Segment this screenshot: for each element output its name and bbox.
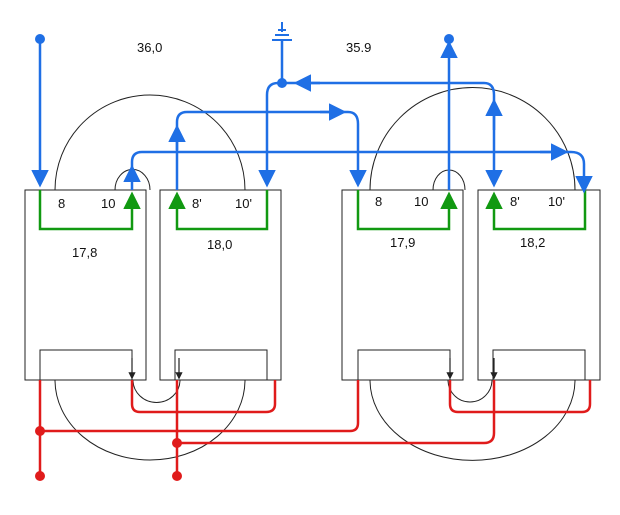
block-3-value: 17,9 — [390, 235, 415, 250]
block-4-terminal-a: 8' — [510, 194, 520, 209]
loop-bottom-left — [54, 379, 246, 461]
block-1-inner — [39, 349, 133, 381]
block-4-terminal-b: 10' — [548, 194, 565, 209]
blue-ground-to-block4 — [282, 81, 503, 188]
small-arc-bottom-left — [132, 379, 181, 403]
block-2-terminal-b: 10' — [235, 196, 252, 211]
green-bracket-3 — [356, 190, 458, 231]
blue-junction-dot — [277, 78, 287, 88]
blue-output-dot — [444, 34, 454, 44]
block-1-terminal-a: 8 — [58, 196, 65, 211]
loop-top-right — [369, 87, 576, 191]
green-terminals — [38, 190, 587, 231]
small-arc-bottom-right — [447, 379, 493, 403]
block-2-terminal-a: 8' — [192, 196, 202, 211]
red-junction-left — [35, 426, 45, 436]
block-4 — [477, 189, 601, 381]
inner-arrows — [128, 358, 498, 380]
block-3 — [341, 189, 464, 381]
red-block1-to-block2 — [130, 380, 277, 414]
red-junction-middle — [172, 438, 182, 448]
block-4-value: 18,2 — [520, 235, 545, 250]
loop-top-left — [54, 94, 246, 191]
block-3-terminal-a: 8 — [375, 194, 382, 209]
red-terminal-left — [35, 471, 45, 481]
block-1 — [24, 189, 147, 381]
block-2-value: 18,0 — [207, 237, 232, 252]
red-block3-to-block4 — [448, 380, 592, 414]
green-bracket-2 — [168, 190, 269, 231]
block-1-value: 17,8 — [72, 245, 97, 260]
block-4-inner — [492, 349, 586, 381]
blue-block1-to-block4 — [130, 150, 593, 194]
block-3-terminal-b: 10 — [414, 194, 428, 209]
red-terminal-middle — [172, 471, 182, 481]
blue-block2-to-block3 — [175, 110, 367, 190]
red-wiring — [38, 380, 592, 475]
blue-input-dot — [35, 34, 45, 44]
ground-icon — [272, 22, 292, 41]
block-2-inner — [174, 349, 268, 381]
red-middle-to-block4 — [177, 380, 496, 445]
green-bracket-1 — [38, 190, 141, 231]
block-group — [24, 189, 601, 381]
block-3-inner — [357, 349, 451, 381]
top-label-right: 35.9 — [346, 40, 371, 55]
red-left-to-block3 — [40, 380, 360, 433]
loop-bottom-right — [369, 379, 576, 461]
block-2 — [159, 189, 282, 381]
top-label-left: 36,0 — [137, 40, 162, 55]
blue-ground-to-block2 — [258, 81, 282, 188]
block-1-terminal-b: 10 — [101, 196, 115, 211]
green-bracket-4 — [485, 190, 587, 231]
blue-wiring — [31, 40, 593, 194]
